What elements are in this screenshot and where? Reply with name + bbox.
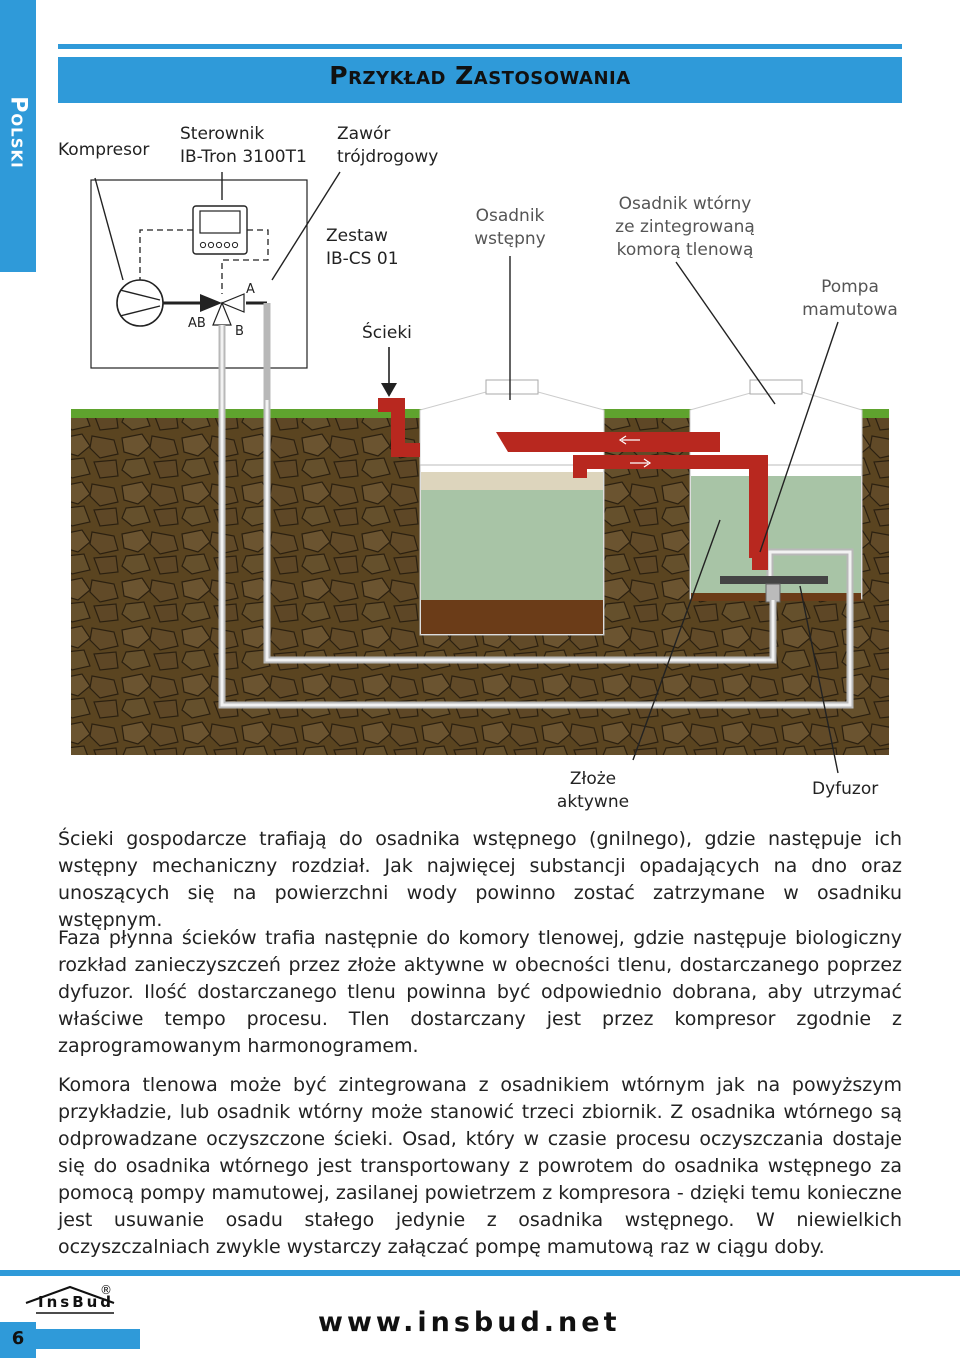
label-primary-line2: wstępny: [474, 229, 546, 249]
label-controller-line2: IB-Tron 3100T1: [180, 147, 307, 167]
logo-house-icon: [25, 1285, 115, 1314]
valve-port-b: B: [235, 324, 244, 339]
valve-port-a: A: [246, 282, 255, 297]
primary-tank-water: [421, 490, 603, 600]
primary-tank-dome: [419, 391, 605, 466]
control-box: [90, 179, 308, 369]
paragraph-3: Komora tlenowa może być zintegrowana z o…: [58, 1074, 902, 1258]
label-secondary-line1: Osadnik wtórny: [618, 194, 752, 214]
logo-text: InsBud: [38, 1293, 115, 1311]
paragraph-2: Faza płynna ścieków trafia następnie do …: [58, 927, 902, 1057]
page-number-box: [0, 1322, 36, 1358]
label-secondary-line3: komorą tlenową: [616, 240, 754, 260]
valve-port-ab: AB: [188, 316, 206, 331]
label-valve-line2: trójdrogowy: [337, 147, 439, 167]
label-pump-line1: Pompa: [821, 277, 879, 297]
logo-registered-mark: ®: [100, 1283, 112, 1297]
primary-tank-scum: [421, 472, 603, 490]
footer-accent-bar: [36, 1329, 140, 1349]
secondary-tank-water: [691, 476, 861, 594]
label-pump-line2: mamutowa: [802, 300, 898, 320]
label-media-line1: Złoże: [569, 769, 617, 789]
label-diffuser: Dyfuzor: [812, 779, 879, 799]
header-rule: [58, 44, 902, 49]
secondary-tank-dome: [689, 391, 863, 466]
sewage-inlet-arrow: [381, 383, 397, 397]
inlet-pipe: [378, 398, 420, 457]
page-title: Przykład Zastosowania: [329, 61, 631, 90]
label-controller-line1: Sterownik: [180, 124, 265, 144]
page-number: 6: [11, 1328, 25, 1349]
paragraph-1: Ścieki gospodarcze trafiają do osadnika …: [58, 828, 902, 931]
footer-rule: [0, 1270, 960, 1276]
label-kit-line2: IB-CS 01: [326, 249, 399, 269]
label-sewage: Ścieki: [362, 323, 412, 343]
compressor: [116, 279, 164, 327]
side-language-tab: Polski: [0, 0, 36, 272]
diffuser: [720, 576, 828, 584]
label-compressor: Kompresor: [58, 140, 150, 160]
label-kit-line1: Zestaw: [326, 226, 388, 246]
title-band: [58, 57, 902, 103]
label-media-line2: aktywne: [556, 792, 630, 812]
website-link[interactable]: www.insbud.net: [318, 1307, 621, 1338]
primary-tank-sludge: [421, 600, 603, 634]
transfer-pipe: [496, 432, 720, 452]
label-primary-line1: Osadnik: [475, 206, 545, 226]
label-secondary-line2: ze zintegrowaną: [615, 217, 755, 237]
label-valve-line1: Zawór: [337, 124, 391, 144]
three-way-valve: [200, 294, 222, 312]
